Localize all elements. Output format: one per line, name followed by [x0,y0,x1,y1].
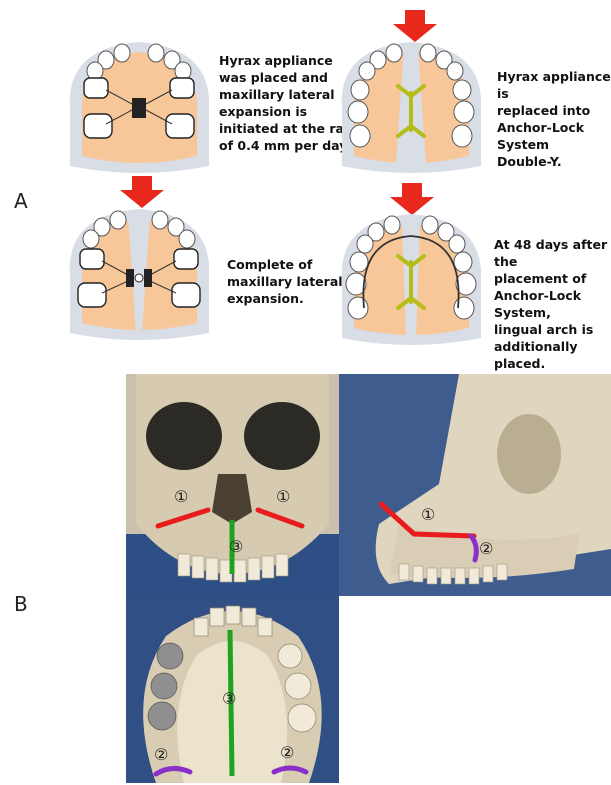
skull-lateral-photo: ① ② [339,374,611,596]
marker-2-lateral: ② [479,539,493,558]
panel-label-a: A [14,189,28,213]
marker-1-right: ① [276,487,290,506]
marker-3-frontal: ③ [229,537,243,556]
hyrax-screw [132,98,146,118]
skull-frontal-photo: ① ① ③ [126,374,339,596]
arch-hyrax-placed [62,38,217,178]
marker-2-occlusal-left: ② [154,745,168,764]
marker-1-left: ① [174,487,188,506]
marker-1-lateral: ① [421,505,435,524]
palate-occlusal-photo: ③ ② ② [126,596,339,783]
marker-3-occlusal: ③ [222,689,236,708]
marker-2-occlusal-right: ② [280,743,294,762]
arch-anchor-lock [334,38,489,178]
arch-lingual-arch [334,210,489,350]
arch-complete-expansion [62,205,217,345]
down-arrow-icon [120,176,164,208]
panel-label-b: B [14,592,28,616]
